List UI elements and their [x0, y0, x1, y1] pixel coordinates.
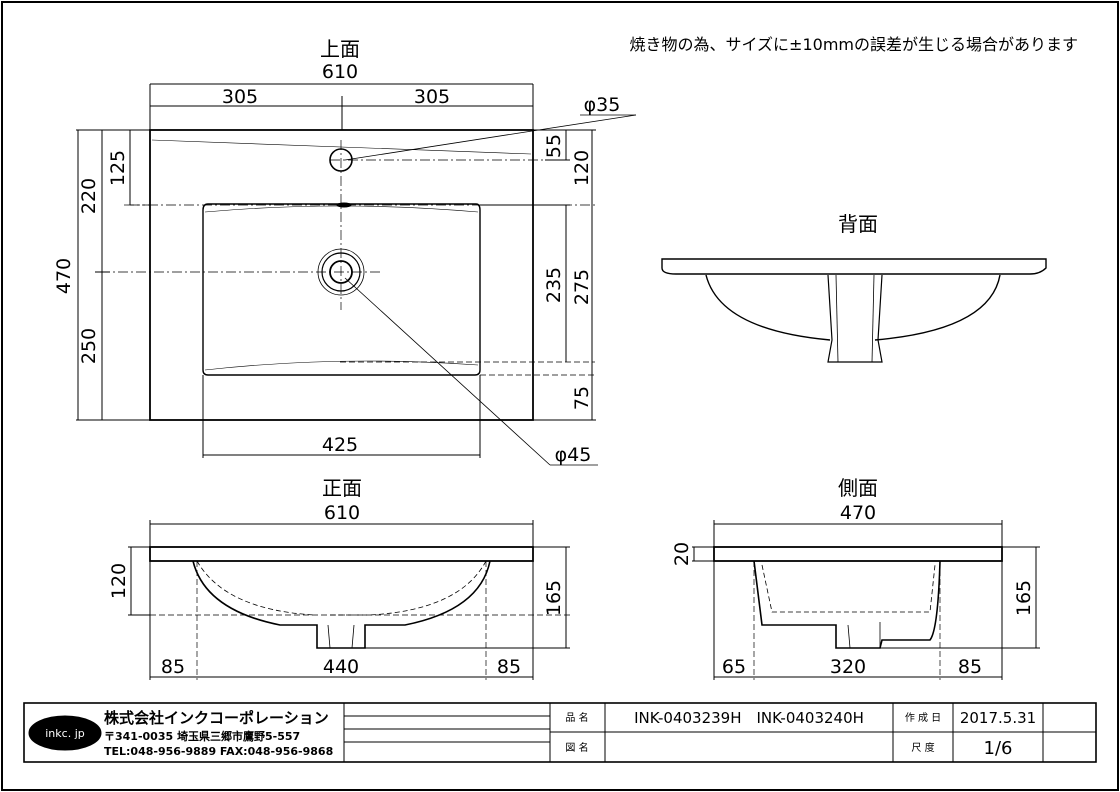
side-view-title: 側面	[838, 476, 878, 500]
tolerance-note: 焼き物の為、サイズに±10mmの誤差が生じる場合があります	[630, 35, 1078, 54]
dim-front-width: 610	[324, 502, 360, 524]
dim-top-half-left: 305	[222, 86, 258, 108]
back-view: 背面	[661, 212, 1047, 363]
dim-front-total-height: 165	[543, 580, 565, 616]
scale-label: 尺 度	[911, 741, 934, 754]
dim-bowl-inner: 235	[543, 267, 565, 303]
date-value: 2017.5.31	[960, 709, 1036, 727]
back-view-outline	[661, 258, 1047, 275]
dim-top-width: 610	[322, 61, 358, 83]
dim-drain-y: 220	[78, 178, 100, 214]
date-label: 作 成 日	[905, 712, 941, 724]
dim-side-top-thickness: 20	[671, 542, 693, 566]
company-address: 〒341-0035 埼玉県三郷市鷹野5-557	[104, 729, 300, 743]
dim-depth: 470	[53, 258, 75, 294]
dim-drain-hole: φ45	[555, 444, 592, 466]
dim-hole-from-back: 55	[543, 134, 565, 158]
side-view: 側面 470 20 165 65 320 85	[671, 476, 1040, 680]
dim-top-half-right: 305	[414, 86, 450, 108]
front-view-title: 正面	[322, 476, 362, 500]
product-name: INK-0403239H INK-0403240H	[634, 709, 864, 727]
company-logo	[28, 715, 102, 751]
dim-side-bowl: 320	[830, 656, 866, 678]
dim-bowl-width: 425	[322, 434, 358, 456]
basin-top-outline	[149, 129, 534, 421]
title-block: inkc. jp 株式会社インクコーポレーション 〒341-0035 埼玉県三郷…	[23, 702, 1097, 763]
dim-side-height: 165	[1013, 580, 1035, 616]
company-name: 株式会社インクコーポレーション	[104, 709, 329, 727]
dim-hole-center: 125	[107, 150, 129, 186]
company-phone: TEL:048-956-9889 FAX:048-956-9868	[104, 745, 333, 758]
dim-faucet-hole: φ35	[584, 94, 621, 116]
dim-front-right: 85	[497, 656, 521, 678]
dim-front-margin: 75	[571, 386, 593, 410]
top-view: 上面 610 305 305	[53, 37, 637, 466]
front-view-top	[149, 546, 534, 562]
dim-bowl-from-back: 120	[571, 150, 593, 186]
dim-side-width: 470	[840, 502, 876, 524]
dim-bowl-outer: 275	[571, 269, 593, 305]
dim-front-left: 85	[161, 656, 185, 678]
product-label: 品 名	[565, 711, 588, 724]
back-view-title: 背面	[838, 212, 878, 236]
scale-value: 1/6	[984, 738, 1013, 759]
front-view: 正面 610 120 165 85 440 85	[108, 476, 570, 680]
dim-front-height: 120	[108, 563, 130, 599]
logo-text: inkc. jp	[45, 727, 84, 740]
side-view-top	[713, 546, 1003, 562]
top-view-title: 上面	[320, 37, 360, 61]
drawing-label: 図 名	[565, 741, 588, 754]
dim-side-right: 85	[958, 656, 982, 678]
dim-front-part: 250	[78, 328, 100, 364]
dim-front-bowl: 440	[323, 656, 359, 678]
bowl-outline	[202, 203, 481, 376]
dim-side-left: 65	[722, 656, 746, 678]
